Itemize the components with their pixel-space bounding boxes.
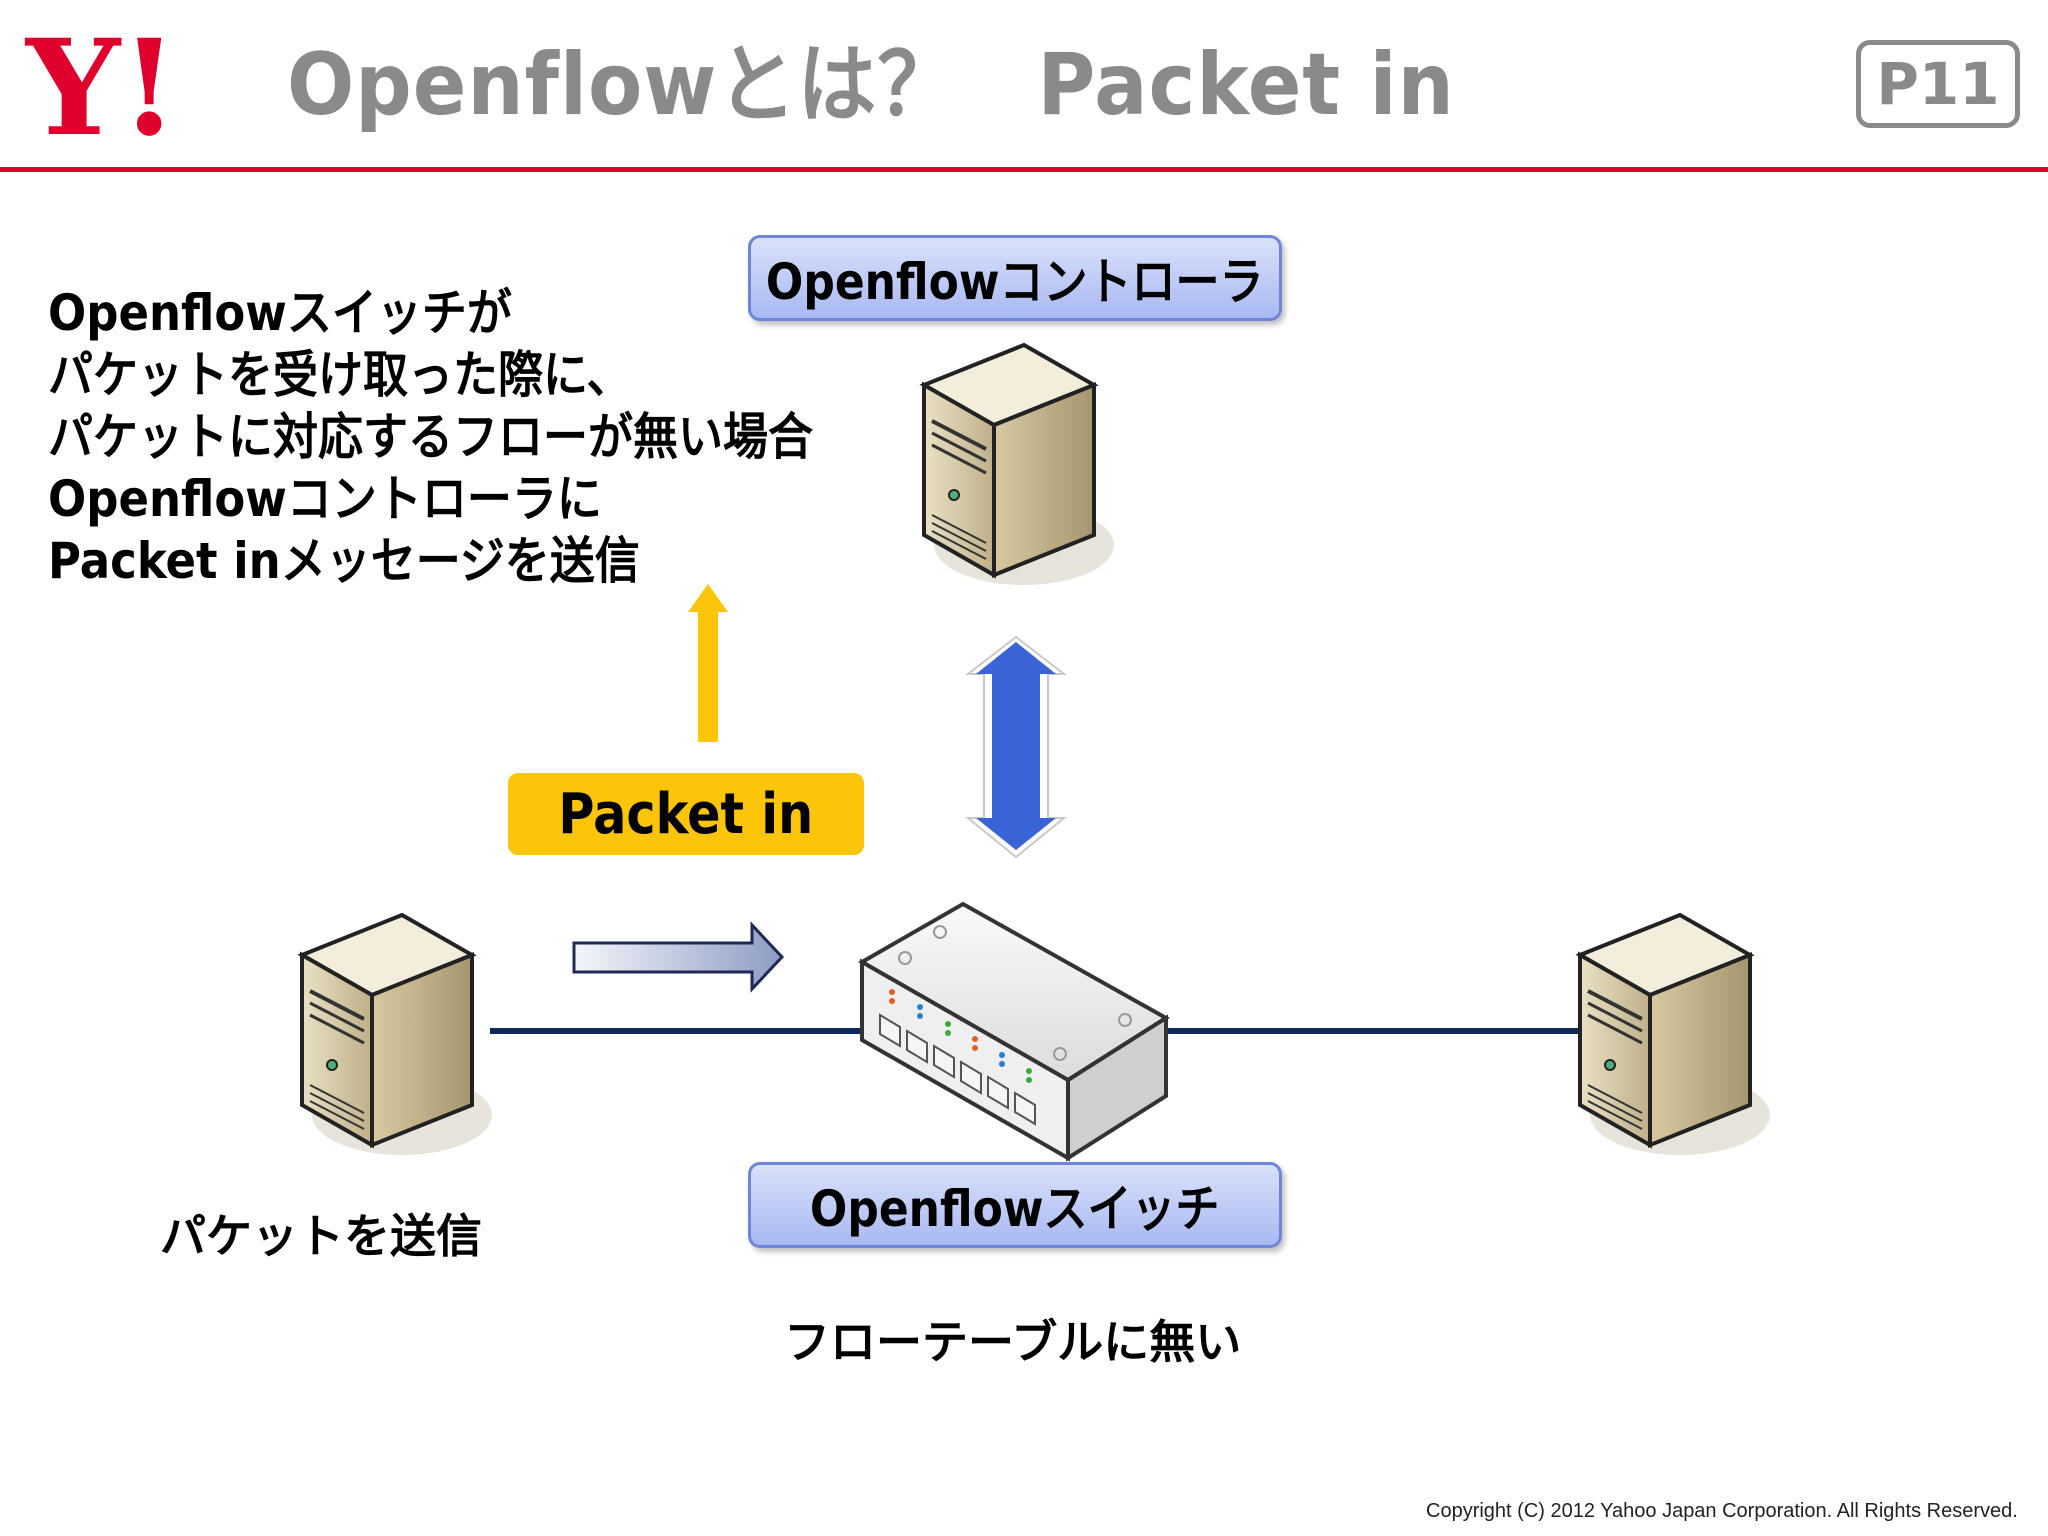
packet-in-text: Packet in [558, 781, 814, 847]
description-line: パケットを受け取った際に、 [48, 346, 632, 404]
network-switch-icon [857, 901, 1170, 1162]
slide-title: Openflowとは？ Packet in [287, 35, 1455, 135]
switch-label: Openflowスイッチ [748, 1162, 1282, 1248]
arrow-up-icon [688, 584, 728, 742]
page-number-badge: P11 [1856, 40, 2020, 128]
description-line: Openflowコントローラに [48, 470, 602, 528]
arrow-right-icon [572, 921, 785, 993]
controller-label: Openflowコントローラ [748, 235, 1282, 321]
packet-in-label: Packet in [508, 773, 864, 855]
double-arrow-icon [965, 635, 1067, 859]
server-icon [300, 913, 494, 1157]
switch-label-text: Openflowスイッチ [810, 1180, 1220, 1238]
controller-label-text: Openflowコントローラ [766, 253, 1264, 311]
description-line: パケットに対応するフローが無い場合 [48, 408, 813, 466]
header-divider [0, 167, 2048, 172]
description-text: Openflowスイッチが パケットを受け取った際に、 パケットに対応するフロー… [48, 282, 898, 592]
send-packet-label: パケットを送信 [160, 1209, 482, 1263]
copyright-text: Copyright (C) 2012 Yahoo Japan Corporati… [1426, 1500, 2018, 1522]
description-line: Openflowスイッチが [48, 284, 512, 342]
server-icon [1578, 913, 1772, 1157]
no-flow-label: フローテーブルに無い [784, 1315, 1242, 1369]
description-line: Packet inメッセージを送信 [48, 532, 640, 590]
server-icon [922, 343, 1116, 587]
page-number: P11 [1876, 50, 2000, 118]
logo-y: Y! [24, 16, 178, 156]
yahoo-logo: Y! [24, 16, 178, 156]
